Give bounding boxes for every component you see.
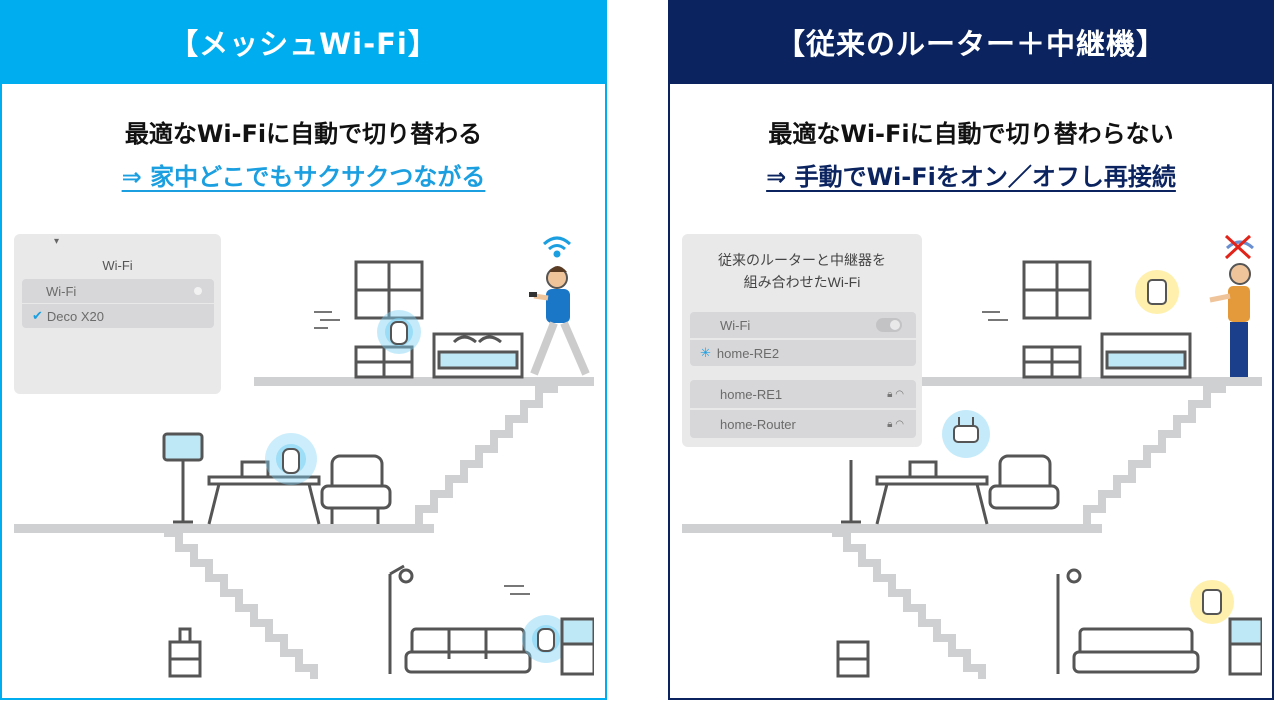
wifi-card-title-line1: 従来のルーターと中継器を	[718, 252, 886, 268]
network-row-deco[interactable]: ✔ Deco X20	[22, 304, 214, 328]
person-with-phone	[1209, 263, 1251, 377]
network-row-router[interactable]: home-Router 🔒︎ ◠	[690, 410, 916, 438]
wifi-toggle-row[interactable]: Wi-Fi	[690, 312, 916, 338]
router-drawback-line: 最適なWi-Fiに自動で切り替わらない	[768, 120, 1174, 148]
lock-wifi-icon: 🔒︎ ◠	[887, 418, 904, 430]
router-drawback-subline: ⇒ 手動でWi-Fiをオン／オフし再接続	[766, 163, 1176, 191]
mesh-wifi-panel: 【メッシュWi-Fi】 最適なWi-Fiに自動で切り替わる ⇒ 家中どこでもサク…	[0, 0, 607, 700]
network-row-re2[interactable]: ✳ home-RE2	[690, 340, 916, 366]
person-with-phone	[529, 266, 590, 376]
wifi-settings-card: 従来のルーターと中継器を 組み合わせたWi-Fi Wi-Fi ✳ home-RE…	[682, 234, 922, 447]
no-wifi-icon	[1224, 234, 1255, 260]
mesh-benefit-line: 最適なWi-Fiに自動で切り替わる	[124, 120, 483, 148]
network-label: Deco X20	[46, 308, 104, 324]
mesh-wifi-header: 【メッシュWi-Fi】	[0, 0, 607, 84]
window-icon	[354, 260, 424, 320]
wifi-card-title-line2: 組み合わせたWi-Fi	[743, 274, 861, 290]
network-label: home-RE2	[716, 345, 780, 361]
wifi-settings-card: Wi-Fi Wi-Fi ✔ Deco X20 ▾	[14, 234, 221, 394]
wifi-toggle-row[interactable]: Wi-Fi	[22, 279, 214, 303]
wifi-signal-icon	[542, 236, 572, 258]
wifi-row-label: Wi-Fi	[46, 283, 77, 299]
traditional-router-header: 【従来のルーター＋中継機】	[668, 0, 1274, 84]
network-label: home-RE1	[720, 386, 783, 402]
router-house-illustration: 従来のルーターと中継器を 組み合わせたWi-Fi Wi-Fi ✳ home-RE…	[682, 234, 1262, 679]
wifi-card-title: Wi-Fi	[102, 258, 133, 273]
wifi-status-icon: ▾	[54, 236, 60, 247]
traditional-router-panel: 【従来のルーター＋中継機】 最適なWi-Fiに自動で切り替わらない ⇒ 手動でW…	[668, 0, 1274, 700]
lock-wifi-icon: 🔒︎ ◠	[887, 388, 904, 400]
toggle-icon[interactable]	[876, 318, 902, 332]
mesh-benefit-subline: ⇒ 家中どこでもサクサクつながる	[121, 163, 486, 191]
radio-dot-icon	[194, 287, 202, 295]
network-row-re1[interactable]: home-RE1 🔒︎ ◠	[690, 380, 916, 408]
mesh-house-illustration: Wi-Fi Wi-Fi ✔ Deco X20 ▾	[14, 234, 594, 679]
network-label: home-Router	[720, 416, 796, 432]
spinner-icon: ✳	[700, 345, 711, 360]
wifi-row-label: Wi-Fi	[720, 317, 751, 333]
check-icon: ✔	[32, 308, 43, 323]
